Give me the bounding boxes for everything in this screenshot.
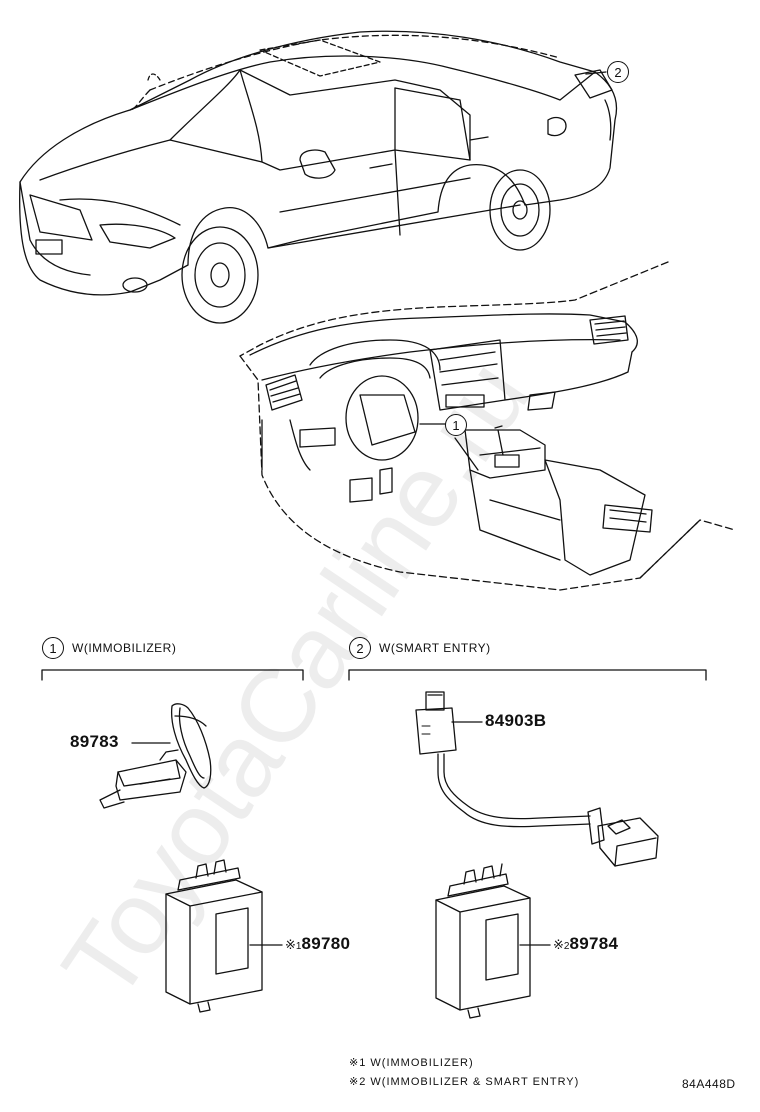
part-84903b-drawing (415, 691, 659, 867)
footnote-2: ※2 W(IMMOBILIZER & SMART ENTRY) (349, 1075, 579, 1088)
footnote-1: ※1 W(IMMOBILIZER) (349, 1056, 474, 1069)
footnote-mark: ※ (349, 1057, 360, 1069)
car-illustration (19, 30, 618, 324)
footnote-text: W(IMMOBILIZER) (370, 1057, 474, 1069)
section-1-bracket (41, 669, 304, 681)
callout-1-dashboard: 1 (445, 414, 467, 436)
part-number-89780: 89780 (301, 934, 351, 953)
part-89780-label: ※189780 (285, 934, 350, 954)
reference-index: 1 (295, 941, 302, 952)
section-1-title: W(IMMOBILIZER) (72, 641, 177, 655)
diagram-code: 84A448D (682, 1077, 736, 1091)
footnote-mark: ※ (349, 1076, 360, 1088)
part-89784-label: ※289784 (553, 934, 618, 954)
footnote-index: 1 (359, 1057, 367, 1069)
interior-illustration (239, 261, 736, 591)
reference-mark: ※ (553, 937, 564, 952)
reference-mark: ※ (285, 937, 296, 952)
section-1-number: 1 (42, 637, 64, 659)
part-89784-drawing (435, 863, 531, 1019)
callout-2-car: 2 (607, 61, 629, 83)
footnote-text: W(IMMOBILIZER & SMART ENTRY) (370, 1076, 580, 1088)
section-2-bracket (348, 669, 707, 681)
part-89780-drawing (165, 859, 263, 1013)
footnote-index: 2 (359, 1076, 367, 1088)
part-89783-drawing (99, 703, 212, 809)
section-2-number: 2 (349, 637, 371, 659)
section-2-title: W(SMART ENTRY) (379, 641, 491, 655)
part-number-84903b: 84903B (485, 711, 547, 730)
part-number-89784: 89784 (569, 934, 619, 953)
part-number-89783: 89783 (70, 732, 119, 751)
reference-index: 2 (563, 941, 570, 952)
